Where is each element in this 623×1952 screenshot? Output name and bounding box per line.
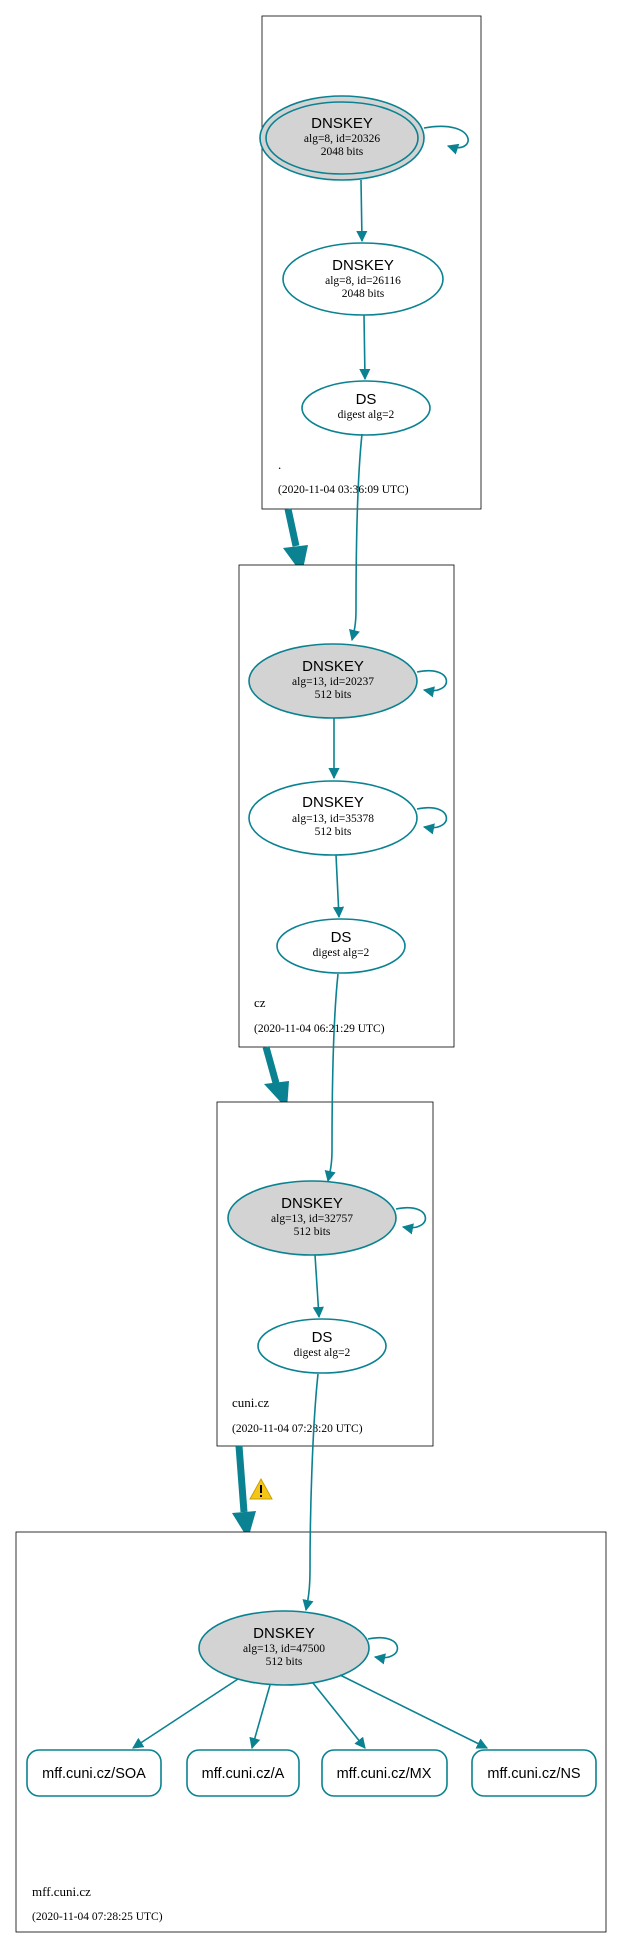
- zone-box-cuni: [216, 1101, 434, 1447]
- rrset-node-ns[interactable]: mff.cuni.cz/NS: [471, 1749, 597, 1797]
- zone-name-root: .: [278, 457, 281, 472]
- node-key-info: alg=13, id=47500: [243, 1643, 325, 1655]
- zone-name-cuni: cuni.cz: [232, 1395, 269, 1410]
- sign-edge: [359, 314, 371, 381]
- zone-timestamp-cz: (2020-11-04 06:21:29 UTC): [254, 1023, 385, 1035]
- sign-edge: [356, 179, 368, 243]
- node-title: DS: [331, 929, 352, 946]
- dnskey-node-cuni-ksk[interactable]: DNSKEY alg=13, id=32757 512 bits: [227, 1180, 397, 1256]
- delegation-edge-cz-cuni: [262, 1046, 280, 1084]
- node-key-size: 512 bits: [315, 689, 352, 701]
- self-sign-edge: [416, 806, 448, 835]
- ds-to-dnskey-edge: [302, 1373, 319, 1612]
- rrset-node-mx[interactable]: mff.cuni.cz/MX: [321, 1749, 448, 1797]
- sign-edge: [332, 854, 345, 919]
- dnskey-node-root-ksk[interactable]: DNSKEY alg=8, id=20326 2048 bits: [259, 95, 425, 181]
- dnskey-node-mff-ksk[interactable]: DNSKEY alg=13, id=47500 512 bits: [198, 1610, 370, 1686]
- self-sign-edge: [395, 1206, 427, 1235]
- node-title: DS: [312, 1329, 333, 1346]
- rrset-node-soa[interactable]: mff.cuni.cz/SOA: [26, 1749, 162, 1797]
- node-key-info: alg=13, id=32757: [271, 1213, 353, 1225]
- node-title: DNSKEY: [302, 658, 364, 675]
- zone-name-mff: mff.cuni.cz: [32, 1884, 91, 1899]
- node-key-size: 2048 bits: [342, 288, 385, 300]
- node-title: DNSKEY: [253, 1625, 315, 1642]
- delegation-edge-root-cz: [284, 508, 300, 547]
- node-title: DNSKEY: [281, 1195, 343, 1212]
- self-sign-edge: [416, 669, 448, 698]
- rrset-label: mff.cuni.cz/NS: [487, 1766, 580, 1782]
- sign-edge: [312, 1254, 324, 1319]
- dnskey-node-root-zsk[interactable]: DNSKEY alg=8, id=26116 2048 bits: [282, 242, 444, 316]
- sign-edge-ns: [339, 1674, 489, 1749]
- rrset-label: mff.cuni.cz/MX: [337, 1766, 432, 1782]
- node-key-size: 512 bits: [266, 1656, 303, 1668]
- zone-timestamp-cuni: (2020-11-04 07:28:20 UTC): [232, 1423, 363, 1435]
- sign-edge-soa: [132, 1678, 239, 1749]
- zone-timestamp-mff: (2020-11-04 07:28:25 UTC): [32, 1911, 163, 1923]
- dnskey-node-cz-zsk[interactable]: DNSKEY alg=13, id=35378 512 bits: [248, 780, 418, 856]
- rrset-label: mff.cuni.cz/SOA: [42, 1766, 146, 1782]
- node-key-size: 512 bits: [294, 1226, 331, 1238]
- self-sign-edge: [423, 125, 469, 155]
- ds-to-dnskey-edge: [324, 973, 339, 1183]
- node-key-info: alg=8, id=20326: [304, 133, 380, 145]
- node-key-size: 512 bits: [315, 826, 352, 838]
- warning-triangle-icon[interactable]: [249, 1477, 273, 1500]
- node-title: DNSKEY: [302, 794, 364, 811]
- zone-timestamp-root: (2020-11-04 03:36:09 UTC): [278, 484, 409, 496]
- node-digest-info: digest alg=2: [294, 1347, 351, 1359]
- ds-node-cz[interactable]: DS digest alg=2: [276, 918, 406, 974]
- node-key-size: 2048 bits: [321, 146, 364, 158]
- sign-edge-a: [249, 1684, 271, 1750]
- rrset-label: mff.cuni.cz/A: [202, 1766, 285, 1782]
- rrset-node-a[interactable]: mff.cuni.cz/A: [186, 1749, 300, 1797]
- ds-node-root[interactable]: DS digest alg=2: [301, 380, 431, 436]
- node-key-info: alg=13, id=35378: [292, 813, 374, 825]
- delegation-edge-cuni-mff: [235, 1445, 248, 1513]
- zone-box-mff: [15, 1531, 607, 1933]
- dnskey-node-cz-ksk[interactable]: DNSKEY alg=13, id=20237 512 bits: [248, 643, 418, 719]
- sign-edge-mx: [312, 1682, 366, 1749]
- ds-to-dnskey-edge: [349, 433, 363, 642]
- node-digest-info: digest alg=2: [338, 409, 395, 421]
- node-title: DNSKEY: [311, 115, 373, 132]
- ds-node-cuni[interactable]: DS digest alg=2: [257, 1318, 387, 1374]
- node-key-info: alg=8, id=26116: [325, 275, 401, 287]
- node-title: DNSKEY: [332, 257, 394, 274]
- node-key-info: alg=13, id=20237: [292, 676, 374, 688]
- zone-name-cz: cz: [254, 995, 266, 1010]
- node-title: DS: [356, 391, 377, 408]
- self-sign-edge: [367, 1636, 399, 1665]
- node-digest-info: digest alg=2: [313, 947, 370, 959]
